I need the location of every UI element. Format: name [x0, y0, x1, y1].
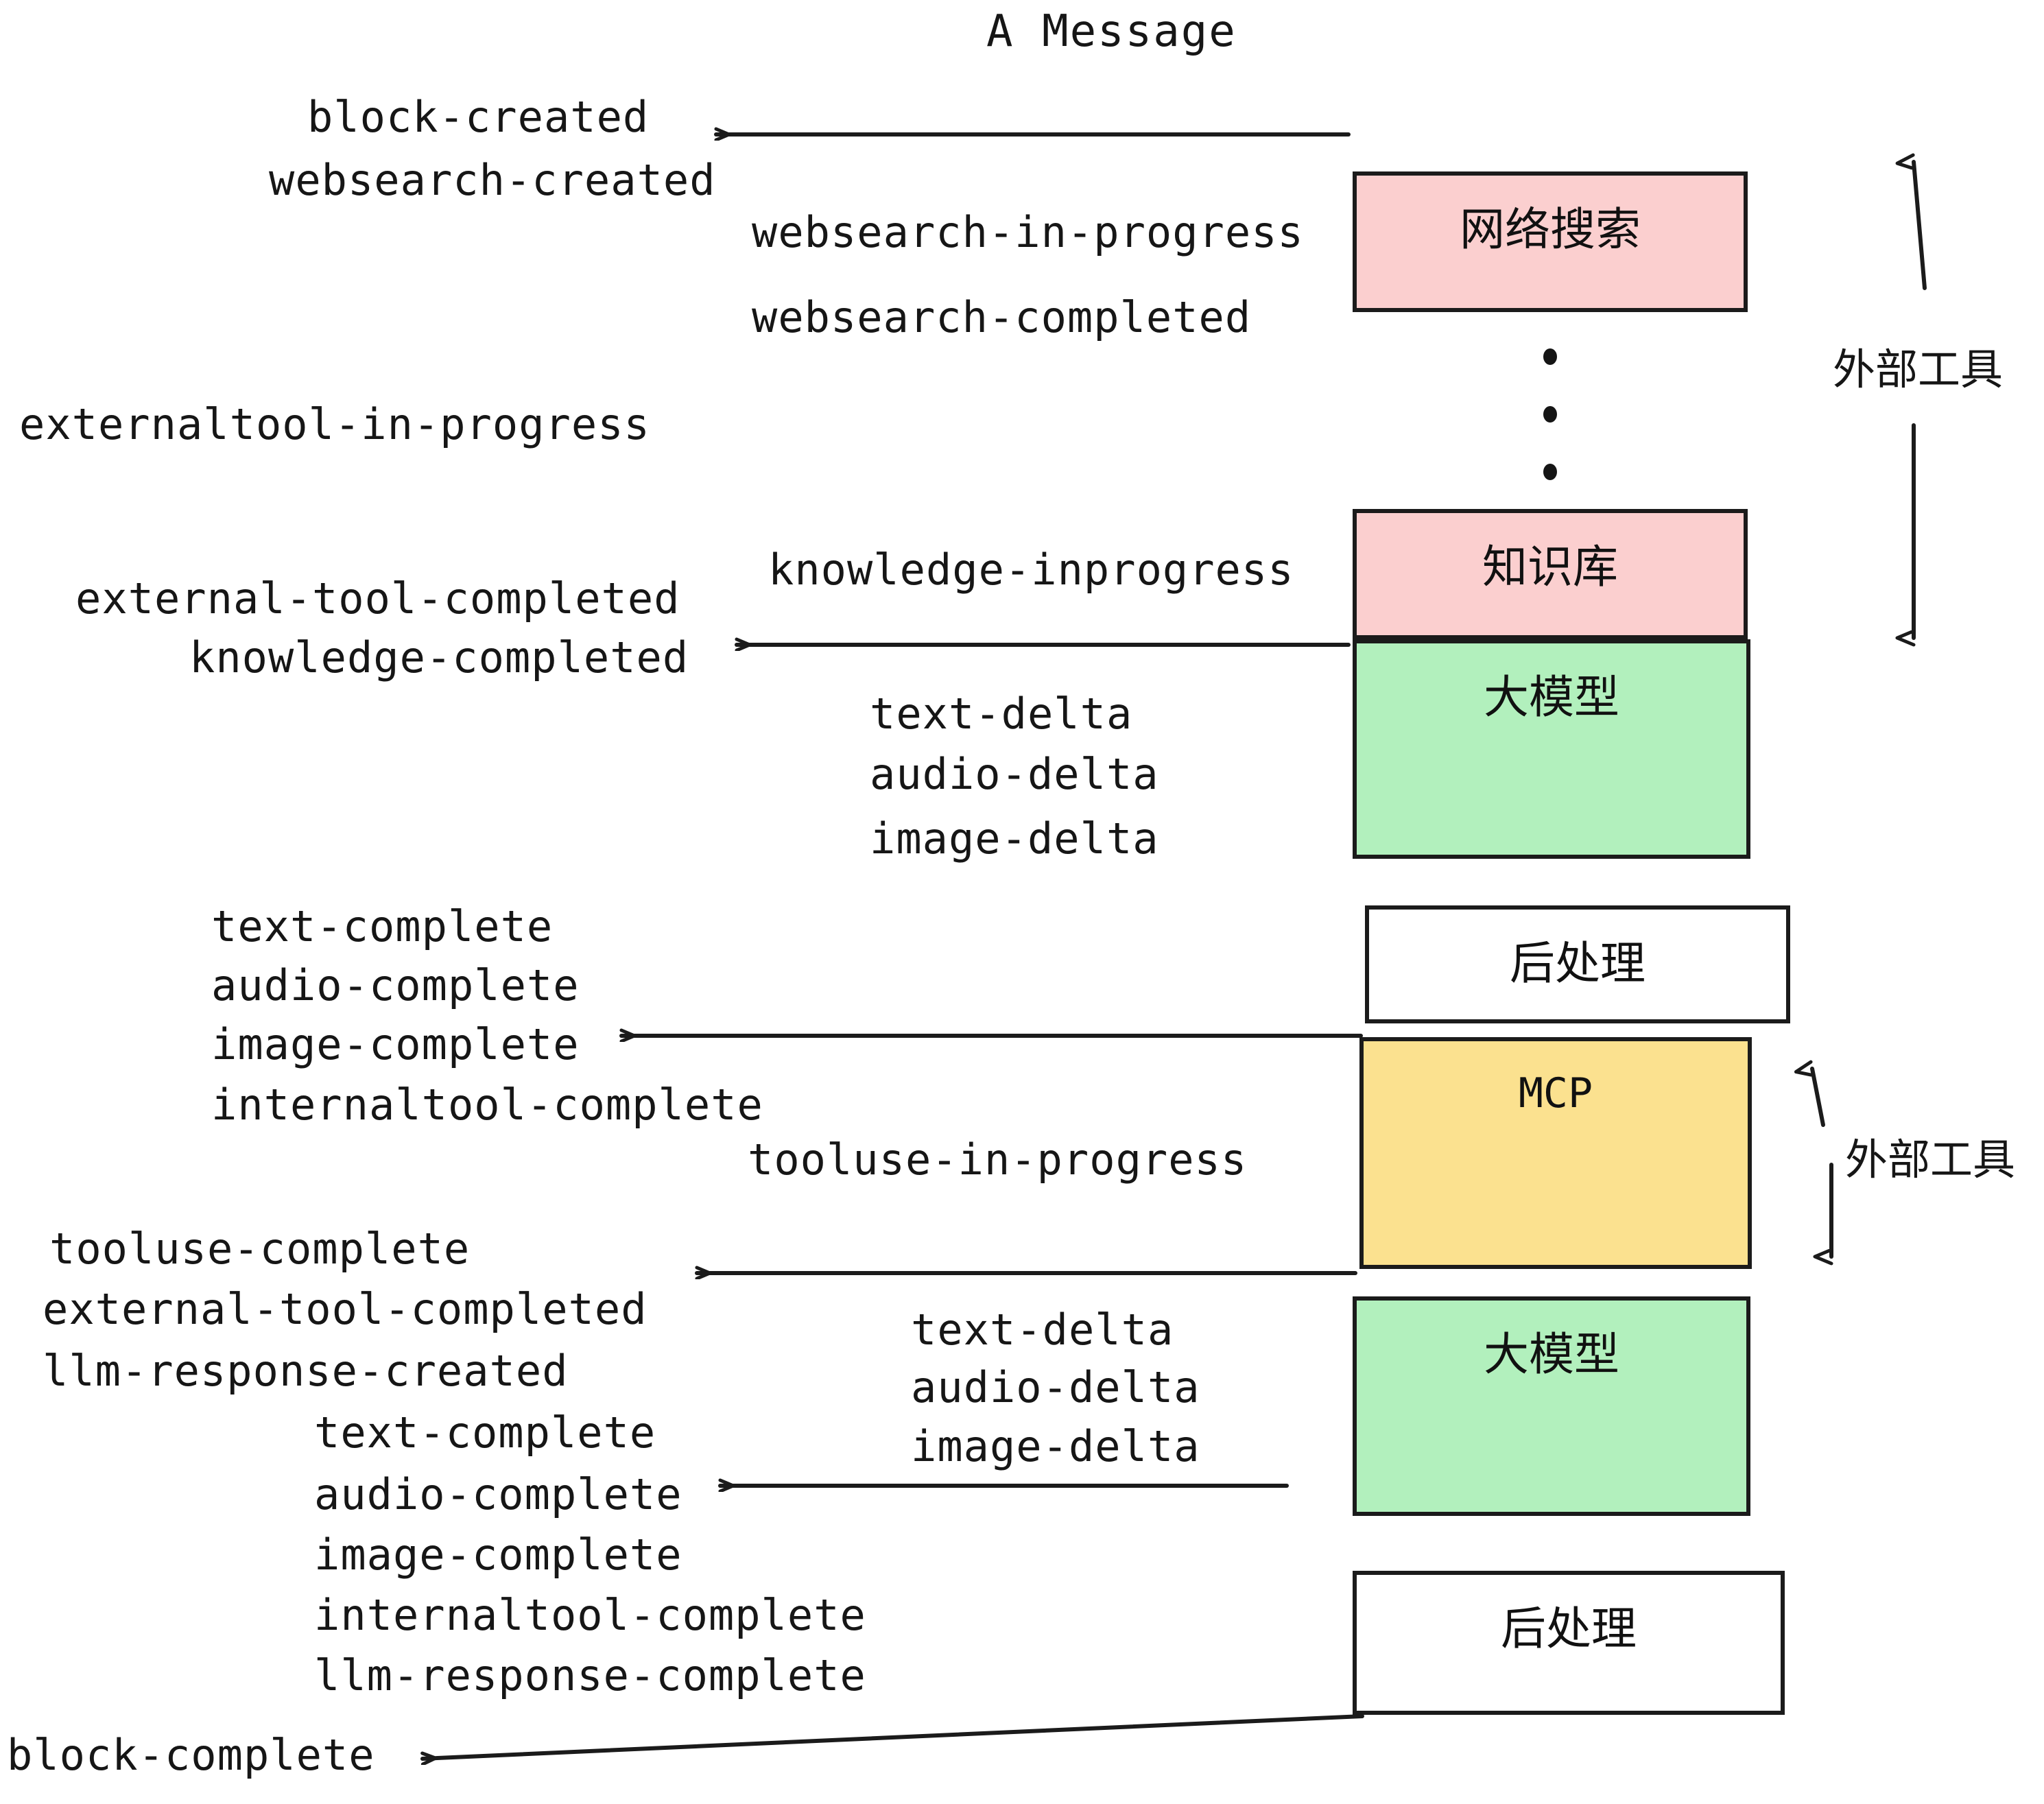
node-knowledge[interactable]: 知识库: [1353, 509, 1748, 639]
event-label-audio-delta-1: audio-delta: [870, 749, 1159, 799]
event-label-tooluse-in-progress: tooluse-in-progress: [748, 1135, 1248, 1185]
event-label-image-complete-2: image-complete: [314, 1530, 682, 1580]
side-label-external-tools-top: 外部工具: [1833, 344, 2004, 394]
node-label-llm-1: 大模型: [1484, 671, 1619, 724]
event-label-audio-complete-2: audio-complete: [314, 1469, 682, 1519]
event-label-text-delta-1: text-delta: [870, 689, 1133, 739]
event-label-externaltool-in-progress: externaltool-in-progress: [19, 399, 650, 449]
event-label-text-complete-1: text-complete: [211, 901, 554, 951]
node-label-mcp: MCP: [1518, 1069, 1593, 1117]
arrow-external-tools-bottom-up: [1812, 1069, 1825, 1127]
event-label-internaltool-complete-1: internaltool-complete: [211, 1080, 763, 1130]
event-label-block-complete: block-complete: [7, 1730, 375, 1780]
node-label-postproc-2: 后处理: [1501, 1602, 1637, 1655]
event-label-knowledge-completed: knowledge-completed: [189, 632, 689, 683]
event-label-external-tool-completed-1: external-tool-completed: [75, 573, 680, 624]
node-websearch[interactable]: 网络搜索: [1353, 171, 1748, 312]
arrow-external-tools-top-up: [1914, 162, 1927, 290]
node-llm-1[interactable]: 大模型: [1353, 639, 1750, 859]
vertical-ellipsis-icon: [1542, 348, 1558, 480]
node-postproc-2[interactable]: 后处理: [1353, 1571, 1785, 1715]
side-label-external-tools-bottom: 外部工具: [1845, 1135, 2016, 1185]
event-label-llm-response-complete: llm-response-complete: [314, 1650, 866, 1700]
node-mcp[interactable]: MCP: [1359, 1037, 1752, 1269]
node-label-postproc-1: 后处理: [1510, 937, 1645, 990]
event-label-tooluse-complete: tooluse-complete: [49, 1224, 471, 1274]
node-llm-2[interactable]: 大模型: [1353, 1296, 1750, 1516]
event-label-block-created: block-created: [307, 92, 650, 142]
page-title: A Message: [986, 6, 1237, 57]
event-label-text-complete-2: text-complete: [314, 1408, 656, 1458]
event-label-text-delta-2: text-delta: [911, 1305, 1174, 1355]
event-label-image-delta-2: image-delta: [911, 1421, 1200, 1471]
node-label-knowledge: 知识库: [1482, 541, 1618, 593]
event-label-image-delta-1: image-delta: [870, 814, 1159, 864]
event-label-websearch-completed: websearch-completed: [752, 292, 1252, 342]
event-label-external-tool-completed-2: external-tool-completed: [43, 1284, 647, 1334]
node-label-websearch: 网络搜索: [1460, 203, 1641, 256]
event-label-llm-response-created: llm-response-created: [43, 1346, 569, 1396]
node-label-llm-2: 大模型: [1484, 1328, 1619, 1381]
event-label-websearch-in-progress: websearch-in-progress: [752, 207, 1304, 257]
node-postproc-1[interactable]: 后处理: [1365, 905, 1790, 1023]
event-label-websearch-created: websearch-created: [269, 155, 716, 205]
event-label-internaltool-complete-2: internaltool-complete: [314, 1590, 866, 1640]
event-label-audio-complete-1: audio-complete: [211, 960, 580, 1010]
event-label-knowledge-inprogress: knowledge-inprogress: [768, 545, 1294, 595]
arrow-postproc2-to-blockcomplete: [420, 1714, 1364, 1759]
event-label-image-complete-1: image-complete: [211, 1019, 580, 1069]
event-label-audio-delta-2: audio-delta: [911, 1362, 1200, 1412]
